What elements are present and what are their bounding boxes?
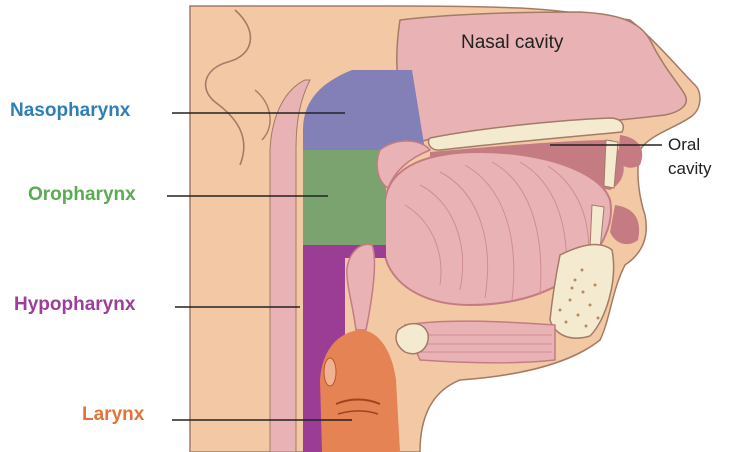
hypopharynx-label: Hypopharynx	[14, 295, 135, 314]
oral-cavity-label-line2: cavity	[668, 160, 711, 177]
oropharynx-label: Oropharynx	[28, 185, 136, 204]
nasopharynx-label: Nasopharynx	[10, 101, 130, 120]
nasal-cavity-label: Nasal cavity	[461, 33, 563, 52]
hyoid-bone	[396, 324, 428, 354]
larynx-label: Larynx	[82, 405, 144, 424]
arytenoid-cartilage	[324, 358, 336, 386]
oral-cavity-label-line1: Oral	[668, 136, 700, 153]
